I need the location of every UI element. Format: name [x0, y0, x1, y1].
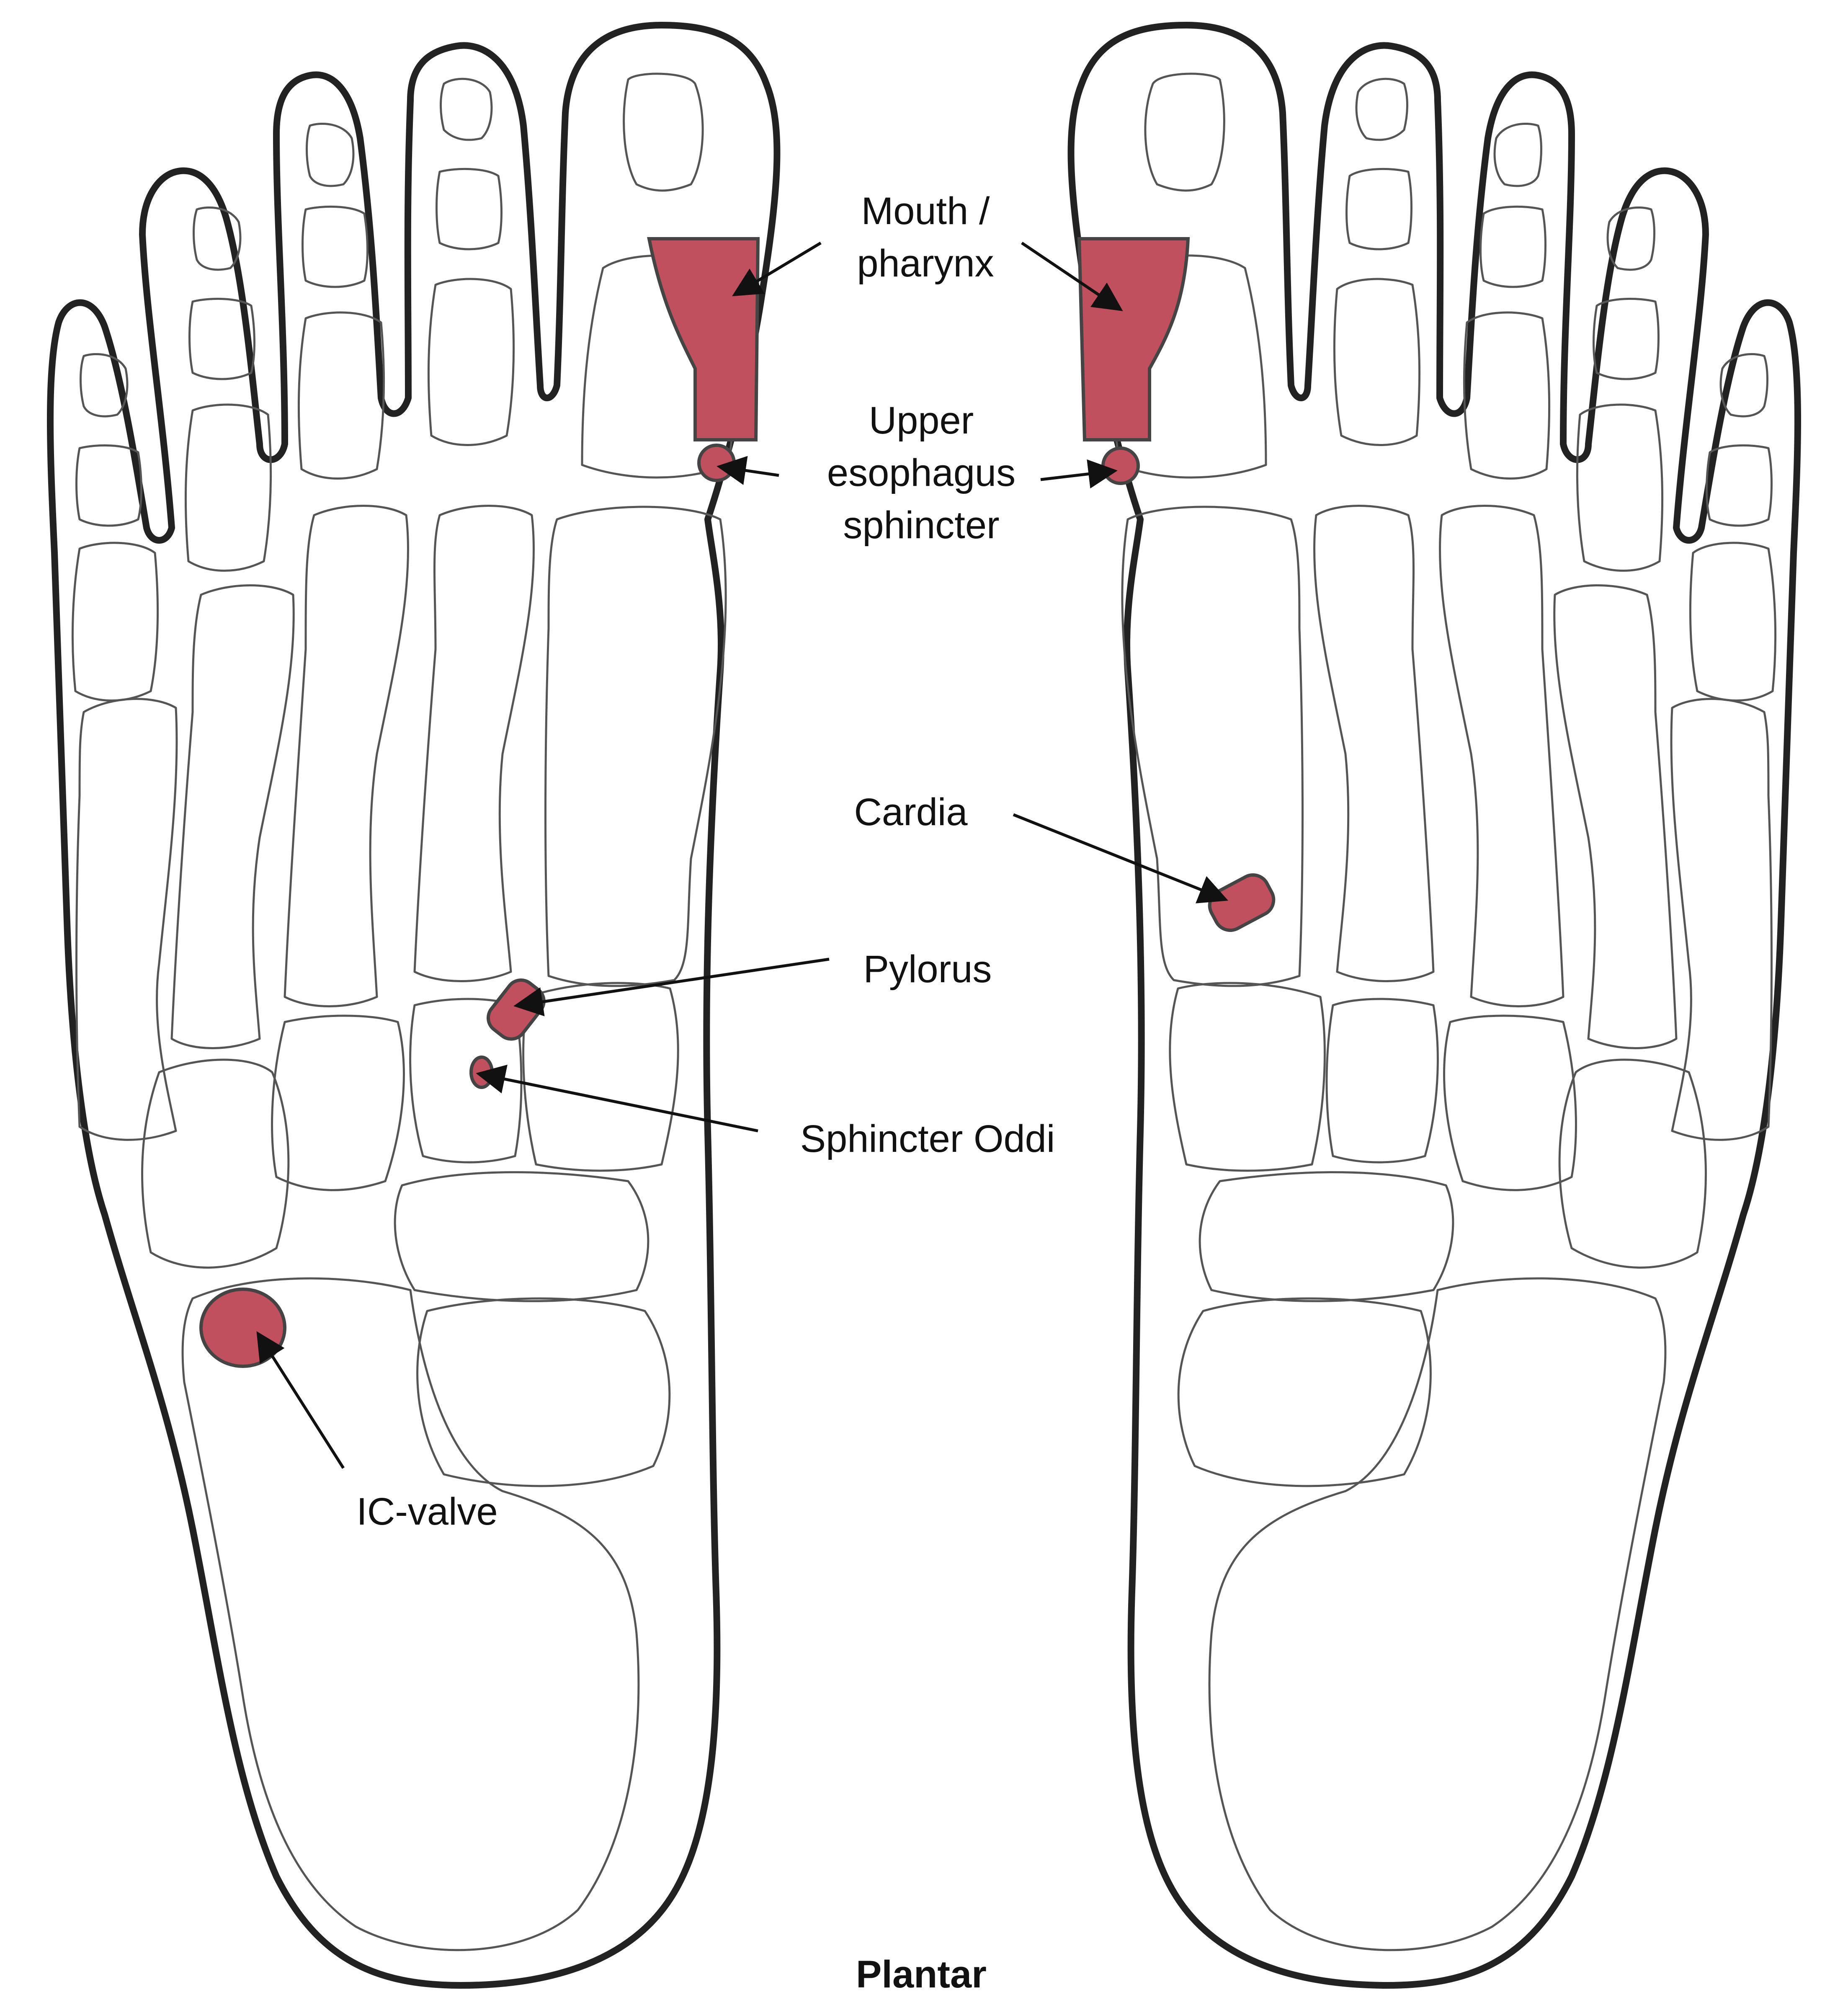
- label-ic-valve: IC-valve: [356, 1490, 497, 1533]
- right-cuneiform-medial: [1169, 982, 1326, 1172]
- right-toe4-phalanges: [1576, 206, 1664, 572]
- right-cuneiform-intermediate: [1325, 998, 1439, 1164]
- label-upper-esophagus-line1: Upper: [869, 399, 974, 442]
- left-big-toe-distal-phalanx: [623, 72, 704, 192]
- left-toe5-phalanges: [71, 353, 159, 702]
- right-toe5-phalanges: [1689, 353, 1777, 702]
- left-toe3-phalanges: [297, 123, 385, 480]
- arrow-cardia: [1013, 813, 1228, 903]
- label-upper-esophagus-line3: sphincter: [843, 504, 999, 547]
- right-big-toe-distal-phalanx: [1144, 72, 1225, 192]
- right-metatarsal-3: [1438, 505, 1564, 1007]
- right-toe3-phalanges: [1463, 123, 1551, 480]
- right-talus: [1177, 1297, 1432, 1487]
- left-metatarsal-5: [75, 698, 178, 1141]
- label-sphincter-oddi: Sphincter Oddi: [800, 1117, 1055, 1160]
- left-toe4-phalanges: [184, 206, 272, 572]
- left-talus: [416, 1297, 671, 1487]
- right-cuboid: [1558, 1058, 1707, 1269]
- label-mouth-pharynx-line1: Mouth /: [861, 190, 990, 232]
- label-cardia: Cardia: [854, 791, 968, 834]
- arrow-upper-esophagus-right: [1040, 459, 1118, 489]
- right-navicular: [1198, 1171, 1454, 1302]
- left-metatarsal-1: [544, 506, 727, 987]
- left-cuneiform-intermediate: [409, 998, 523, 1164]
- arrow-mouth-pharynx-right: [1021, 242, 1123, 311]
- right-metatarsal-2: [1313, 505, 1435, 982]
- arrow-upper-esophagus-left: [717, 456, 779, 485]
- left-cuboid: [141, 1058, 290, 1269]
- label-pylorus: Pylorus: [863, 948, 992, 991]
- left-cuneiform-medial: [522, 982, 679, 1172]
- label-upper-esophagus-line2: esophagus: [827, 452, 1015, 494]
- left-metatarsal-3: [284, 505, 410, 1007]
- left-navicular: [394, 1171, 650, 1302]
- right-cuneiform-lateral: [1443, 1014, 1577, 1191]
- right-metatarsal-4: [1553, 584, 1678, 1049]
- left-sphincter-oddi-zone: [469, 1056, 494, 1089]
- right-metatarsal-5: [1670, 698, 1773, 1141]
- left-cuneiform-lateral: [271, 1014, 405, 1191]
- arrow-pylorus: [513, 957, 830, 1017]
- right-metatarsal-1: [1121, 506, 1304, 987]
- right-calcaneus: [1208, 1277, 1667, 1951]
- right-upper-esophagus-sphincter-zone: [1101, 446, 1140, 485]
- right-foot: [1067, 22, 1801, 1989]
- arrow-ic-valve: [256, 1331, 345, 1469]
- left-metatarsal-2: [413, 505, 535, 982]
- arrow-mouth-pharynx-left: [732, 241, 822, 297]
- right-toe2-phalanges: [1333, 77, 1421, 446]
- label-mouth-pharynx-line2: pharynx: [857, 242, 994, 285]
- left-mouth-pharynx-zone: [647, 237, 760, 441]
- left-foot: [47, 22, 781, 1989]
- left-toe2-phalanges: [427, 77, 515, 446]
- caption-plantar: Plantar: [856, 1953, 987, 1996]
- left-calcaneus: [181, 1277, 640, 1951]
- left-upper-esophagus-sphincter-zone: [697, 444, 736, 482]
- left-metatarsal-4: [170, 584, 295, 1049]
- arrow-sphincter-oddi: [476, 1064, 758, 1133]
